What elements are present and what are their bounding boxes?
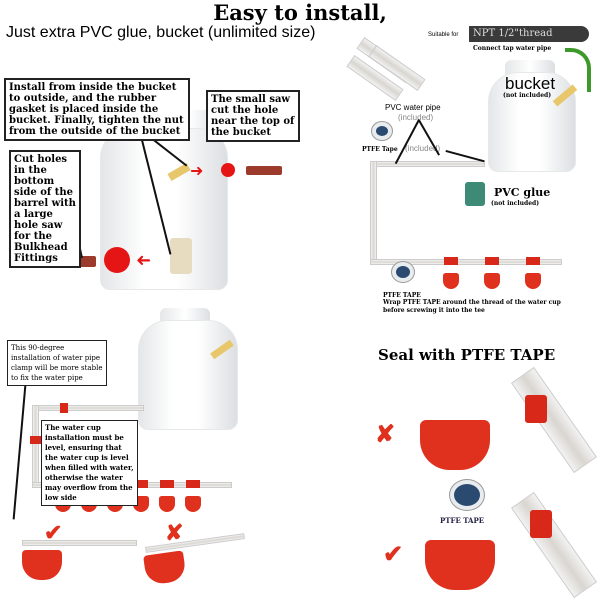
bucket-image (138, 320, 238, 430)
pvc-pipe-bottom (370, 259, 562, 265)
ptfe-tape-icon (372, 122, 392, 140)
pvc-glue-can-icon (465, 182, 485, 206)
pvc-pipe-top (370, 161, 485, 167)
water-cup-icon (484, 273, 500, 289)
ptfe-tape-icon (450, 480, 484, 510)
tee-icon (525, 395, 547, 423)
pvc-pipe-tilted (145, 533, 245, 553)
pipe-clamp-icon (30, 436, 41, 444)
callout-level: The water cup installation must be level… (41, 420, 138, 506)
pvc-pipe-vertical (370, 161, 377, 263)
callout-cut-holes: Cut holes in the bottom side of the barr… (9, 150, 81, 268)
subtitle: Just extra PVC glue, bucket (unlimited s… (6, 24, 316, 41)
water-cup-image (425, 540, 495, 590)
tee-icon (485, 257, 499, 265)
ptfe-instructions: Wrap PTFE TAPE around the thread of the … (383, 299, 561, 314)
water-cup-icon (159, 496, 175, 512)
water-cup-tilted (143, 550, 187, 586)
tee-icon (186, 480, 200, 488)
tee-icon (160, 480, 174, 488)
small-hole-icon (221, 163, 235, 177)
cross-mark-icon: ✘ (165, 520, 184, 545)
pvc-glue-note: (not included) (491, 200, 540, 207)
check-mark-icon: ✔ (44, 520, 63, 545)
water-cup-icon (525, 273, 541, 289)
small-hole-saw-icon (246, 166, 282, 175)
water-cup-icon (185, 496, 201, 512)
pointer-line (13, 377, 27, 520)
ptfe-tape-label: PTFE TAPE (440, 516, 485, 525)
pvc-glue-label: PVC glue (494, 186, 551, 199)
cross-mark-icon: ✘ (375, 421, 396, 448)
bulkhead-fitting-icon (170, 238, 192, 274)
connect-tap-label: Connect tap water pipe (473, 45, 552, 52)
arrow-left-icon: ➜ (136, 250, 152, 270)
tee-icon (134, 480, 148, 488)
tee-icon (444, 257, 458, 265)
page-title: Easy to install, (213, 0, 387, 25)
callout-clamp: This 90-degree installation of water pip… (7, 340, 107, 386)
bucket-image (488, 72, 576, 172)
tee-icon (526, 257, 540, 265)
large-hole-icon (104, 247, 130, 273)
pvc-pipe-image (510, 491, 598, 599)
suitable-for-label: Suitable for (428, 32, 459, 38)
callout-small-saw: The small saw cut the hole near the top … (206, 90, 300, 142)
garden-hose-icon (565, 48, 591, 92)
water-cup-icon (443, 273, 459, 289)
ptfe-tape-icon (392, 262, 414, 282)
pvc-pipe-image (510, 366, 598, 474)
pvc-pipe-level (22, 540, 137, 546)
tee-icon (530, 510, 552, 538)
pointer-line (395, 119, 420, 165)
thread-hose: NPT 1/2"thread (469, 26, 589, 42)
callout-install: Install from inside the bucket to outsid… (4, 78, 190, 141)
arrow-right-icon: ➜ (190, 163, 204, 180)
pvc-pipe-note: (included) (398, 113, 434, 122)
ptfe-title: PTFE TAPE (383, 292, 421, 299)
ptfe-tape-label: PTFE Tape (362, 146, 398, 153)
pvc-pipe-vertical (32, 405, 39, 487)
ptfe-tape-note: (included) (405, 144, 441, 153)
water-cup-image (420, 420, 490, 470)
pvc-pipe-label: PVC water pipe (385, 103, 441, 112)
check-mark-icon: ✔ (383, 541, 404, 568)
bucket-label: bucket (505, 74, 556, 93)
seal-title: Seal with PTFE TAPE (378, 346, 556, 364)
water-cup-level (22, 550, 62, 580)
bucket-note: (not included) (503, 92, 552, 99)
pipe-clamp-icon (60, 403, 68, 413)
pvc-pipe-top (32, 405, 144, 411)
